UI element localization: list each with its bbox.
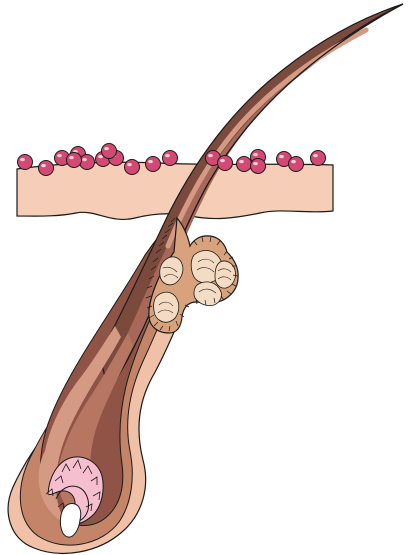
bump-highlight xyxy=(208,154,213,157)
bump-highlight xyxy=(279,155,284,158)
surface-bump xyxy=(237,157,252,172)
surface-bump xyxy=(125,160,140,175)
bump-body xyxy=(163,151,178,166)
bump-body xyxy=(311,151,326,166)
gland-lobule-2 xyxy=(154,292,179,322)
surface-bump xyxy=(39,161,54,176)
bump-body xyxy=(218,156,233,171)
surface-bump xyxy=(163,151,178,166)
surface-bump xyxy=(289,157,304,172)
bump-highlight xyxy=(239,160,244,163)
bump-highlight xyxy=(291,160,296,163)
bump-highlight xyxy=(253,153,258,156)
bump-highlight xyxy=(104,147,109,150)
bump-highlight xyxy=(82,158,87,161)
surface-bump xyxy=(218,156,233,171)
bump-body xyxy=(251,159,266,174)
surface-bump xyxy=(251,159,266,174)
surface-bump xyxy=(80,155,95,170)
bump-body xyxy=(18,155,33,170)
bump-highlight xyxy=(165,154,170,157)
surface-bump xyxy=(67,153,82,168)
bump-highlight xyxy=(57,154,62,157)
bump-body xyxy=(80,155,95,170)
bump-body xyxy=(39,161,54,176)
bump-highlight xyxy=(127,163,132,166)
bump-highlight xyxy=(69,156,74,159)
surface-bump xyxy=(311,151,326,166)
bump-body xyxy=(289,157,304,172)
surface-bump xyxy=(146,157,161,172)
bump-highlight xyxy=(20,158,25,161)
bump-highlight xyxy=(220,159,225,162)
bump-body xyxy=(102,144,117,159)
bump-highlight xyxy=(41,164,46,167)
surface-bump xyxy=(102,144,117,159)
bump-body xyxy=(125,160,140,175)
bump-body xyxy=(237,157,252,172)
bump-highlight xyxy=(148,160,153,163)
bump-body xyxy=(67,153,82,168)
surface-bump xyxy=(18,155,33,170)
bump-body xyxy=(146,157,161,172)
bump-highlight xyxy=(313,154,318,157)
bump-highlight xyxy=(253,162,258,165)
bump-highlight xyxy=(98,155,103,158)
